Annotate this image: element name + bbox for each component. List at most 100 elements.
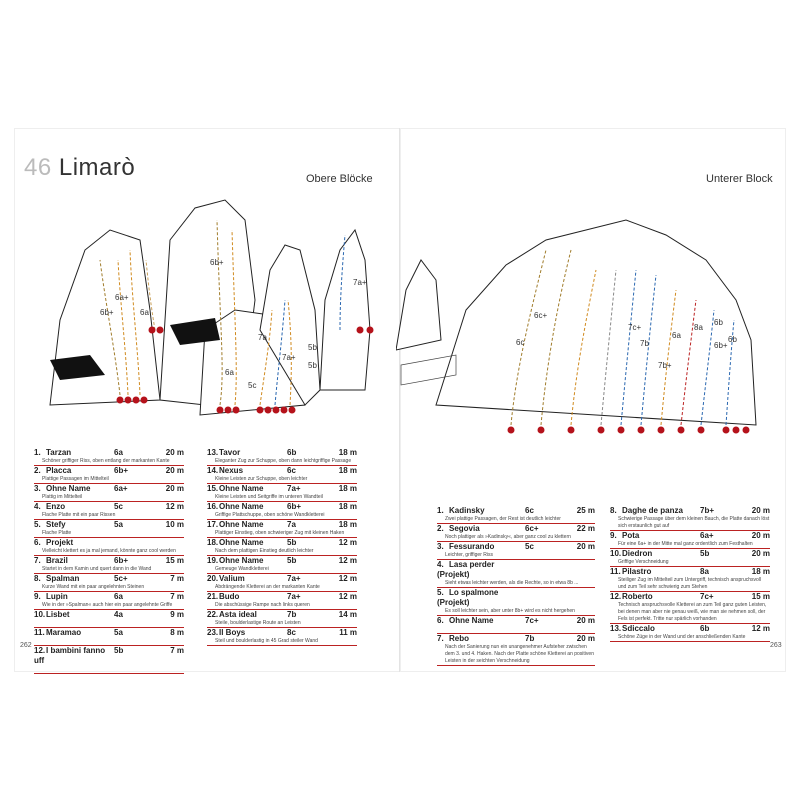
- route-number: 19.: [207, 556, 219, 565]
- route-description: Schöner griffiger Riss, oben entlang der…: [42, 458, 170, 464]
- topo-grade-label: 6a: [225, 368, 234, 377]
- route-title: Ohne Name: [219, 538, 264, 547]
- route-description: Nach dem plattigen Einstieg deutlich lei…: [215, 548, 314, 554]
- route-name: 12.I bambini fanno uff: [34, 646, 114, 666]
- route-description: [34, 620, 184, 627]
- route-length: 18 m: [338, 502, 357, 511]
- route-length: 18 m: [338, 466, 357, 475]
- route-title: Stefy: [46, 520, 66, 529]
- route-number: 5.: [437, 588, 444, 597]
- route-name: 7.Rebo: [437, 634, 525, 644]
- topo-grade-label: 7a: [258, 333, 267, 342]
- route-length: 10 m: [165, 520, 184, 529]
- route-name: 5.Lo spalmone (Projekt): [437, 588, 525, 608]
- route-title: Spalman: [46, 574, 80, 583]
- topo-grade-label: 6b+: [210, 258, 224, 267]
- route-line-r7: [660, 289, 677, 426]
- route-grade: 6b+: [114, 466, 129, 475]
- route-length: 20 m: [165, 448, 184, 457]
- route-title: Daghe de panza: [622, 506, 683, 515]
- route-number: 17.: [207, 520, 219, 529]
- route-number: 1.: [437, 506, 444, 515]
- topo-grade-label: 6c+: [534, 311, 547, 320]
- topo-grade-label: 6b+: [100, 308, 114, 317]
- area-number: 46: [24, 154, 52, 181]
- route-length: 12 m: [338, 538, 357, 547]
- route-length: 18 m: [338, 448, 357, 457]
- route-length: 20 m: [165, 466, 184, 475]
- route-title: Ohne Name: [46, 484, 91, 493]
- route-grade: 5a: [114, 628, 123, 637]
- route-length: 15 m: [165, 556, 184, 565]
- route-line-7: [259, 309, 273, 406]
- route-name: 1.Kadinsky: [437, 506, 525, 516]
- route-description: Gemeuge Wandkletterei: [215, 566, 269, 572]
- route-name: 9.Lupin: [34, 592, 114, 602]
- route-name: 13.Tavor: [207, 448, 287, 458]
- route-line-r8: [680, 299, 697, 426]
- route-length: 20 m: [576, 616, 595, 625]
- route-number: 1.: [34, 448, 41, 457]
- topo-grade-label: 7b+: [658, 361, 672, 370]
- route-length: 18 m: [338, 520, 357, 529]
- route-number: 7.: [34, 556, 41, 565]
- route-description: Kleine Leisten zur Schuppe, oben leichte…: [215, 476, 308, 482]
- route-description: Die abschüssige Rampe nach links queren: [215, 602, 310, 608]
- book-gutter: [399, 128, 401, 672]
- route-description: Abdrängende Kletterei an der markanten K…: [215, 584, 320, 590]
- route-title: Lo spalmone (Projekt): [437, 588, 499, 607]
- route-description: Noch plattiger als »Kadinsky«, aber ganz…: [445, 534, 571, 540]
- route-description: Leichter, griffiger Riss: [445, 552, 493, 558]
- route-description: Nach der Sanierung nun ein unangenehmer …: [445, 644, 594, 664]
- route-line-10: [339, 234, 346, 331]
- route-grade: 5c: [114, 502, 123, 511]
- route-title: Enzo: [46, 502, 66, 511]
- route-grade: 6c: [287, 466, 296, 475]
- route-grade: 7a: [287, 520, 296, 529]
- route-name: 2.Segovia: [437, 524, 525, 534]
- route-grade: 6b: [700, 624, 710, 633]
- route-title: Pota: [622, 531, 640, 540]
- route-title: Sdiccalo: [622, 624, 655, 633]
- topo-grade-label: 8a: [694, 323, 703, 332]
- route-name: 5.Stefy: [34, 520, 114, 530]
- route-title: Ohne Name: [219, 502, 264, 511]
- route-grade: 5b: [287, 556, 297, 565]
- route-description: Zwei plattige Passagen, der Rest ist deu…: [445, 516, 561, 522]
- route-length: 11 m: [339, 628, 357, 637]
- route-name: 7.Brazil: [34, 556, 114, 566]
- route-title: Placca: [46, 466, 72, 475]
- route-number: 4.: [34, 502, 41, 511]
- route-number: 2.: [437, 524, 444, 533]
- route-name: 13.Sdiccalo: [610, 624, 700, 634]
- route-length: 7 m: [170, 574, 184, 583]
- route-number: 10.: [610, 549, 622, 558]
- route-grade: 8c: [287, 628, 296, 637]
- route-length: 12 m: [338, 574, 357, 583]
- route-number: 13.: [207, 448, 219, 457]
- route-grade: 5a: [114, 520, 123, 529]
